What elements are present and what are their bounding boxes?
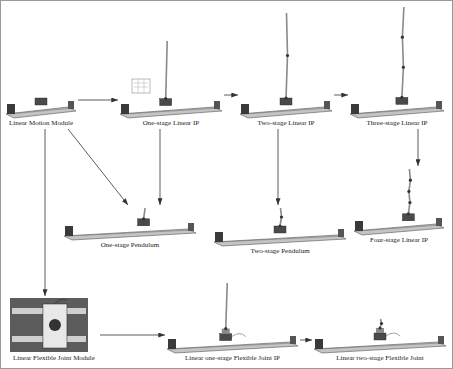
apparatus <box>354 169 444 235</box>
apparatus-photo <box>312 316 448 354</box>
apparatus-photo <box>212 205 348 247</box>
arrow-connector <box>160 129 161 205</box>
arrow-connector <box>100 335 165 336</box>
arrow-connector <box>300 340 312 341</box>
apparatus <box>214 208 346 246</box>
apparatus <box>350 7 444 118</box>
apparatus <box>120 41 222 118</box>
apparatus <box>167 283 298 353</box>
apparatus-photo <box>4 86 78 119</box>
node-label: Two-stage Linear IP <box>238 119 334 128</box>
arrow-connector <box>334 95 348 96</box>
apparatus-node: Two-stage Linear IP <box>238 10 334 128</box>
node-label: Linear two-stage Flexible Joint <box>312 354 448 363</box>
node-label: Linear Motion Module <box>4 119 78 128</box>
node-label: One-stage Pendulum <box>62 241 198 250</box>
apparatus-photo <box>118 38 224 119</box>
arrow-connector <box>78 100 118 101</box>
apparatus <box>314 319 446 353</box>
apparatus-node: Four-stage Linear IP <box>352 166 446 245</box>
apparatus-node: Linear Flexible Joint Module <box>8 296 100 363</box>
apparatus-node: Linear Motion Module <box>4 86 78 128</box>
arrow-connector <box>278 129 279 205</box>
node-label: Two-stage Pendulum <box>212 247 348 256</box>
node-label: Four-stage Linear IP <box>352 236 446 245</box>
apparatus <box>64 208 196 240</box>
flexible-joint-module-photo <box>10 298 88 352</box>
arrow-connector <box>418 129 419 166</box>
apparatus-node: Linear two-stage Flexible Joint <box>312 316 448 363</box>
arrow-connector <box>45 129 46 296</box>
apparatus-photo <box>352 166 446 236</box>
apparatus-node: Two-stage Pendulum <box>212 205 348 256</box>
node-label: Linear one-stage Flexible Joint IP <box>165 354 300 363</box>
apparatus-photo <box>348 4 446 119</box>
node-label: Three-stage Linear IP <box>348 119 446 128</box>
apparatus-node: One-stage Pendulum <box>62 205 198 250</box>
arrow-connector <box>224 95 238 96</box>
apparatus-photo <box>62 205 198 241</box>
apparatus-node: Linear one-stage Flexible Joint IP <box>165 280 300 363</box>
apparatus-node: Three-stage Linear IP <box>348 4 446 128</box>
apparatus-node: One-stage Linear IP <box>118 38 224 128</box>
arrow-connector <box>68 129 128 205</box>
node-label: One-stage Linear IP <box>118 119 224 128</box>
apparatus <box>6 98 76 118</box>
node-label: Linear Flexible Joint Module <box>8 354 100 363</box>
apparatus-photo <box>165 280 300 354</box>
apparatus-photo <box>8 296 100 354</box>
apparatus <box>240 13 332 118</box>
apparatus-photo <box>238 10 334 119</box>
